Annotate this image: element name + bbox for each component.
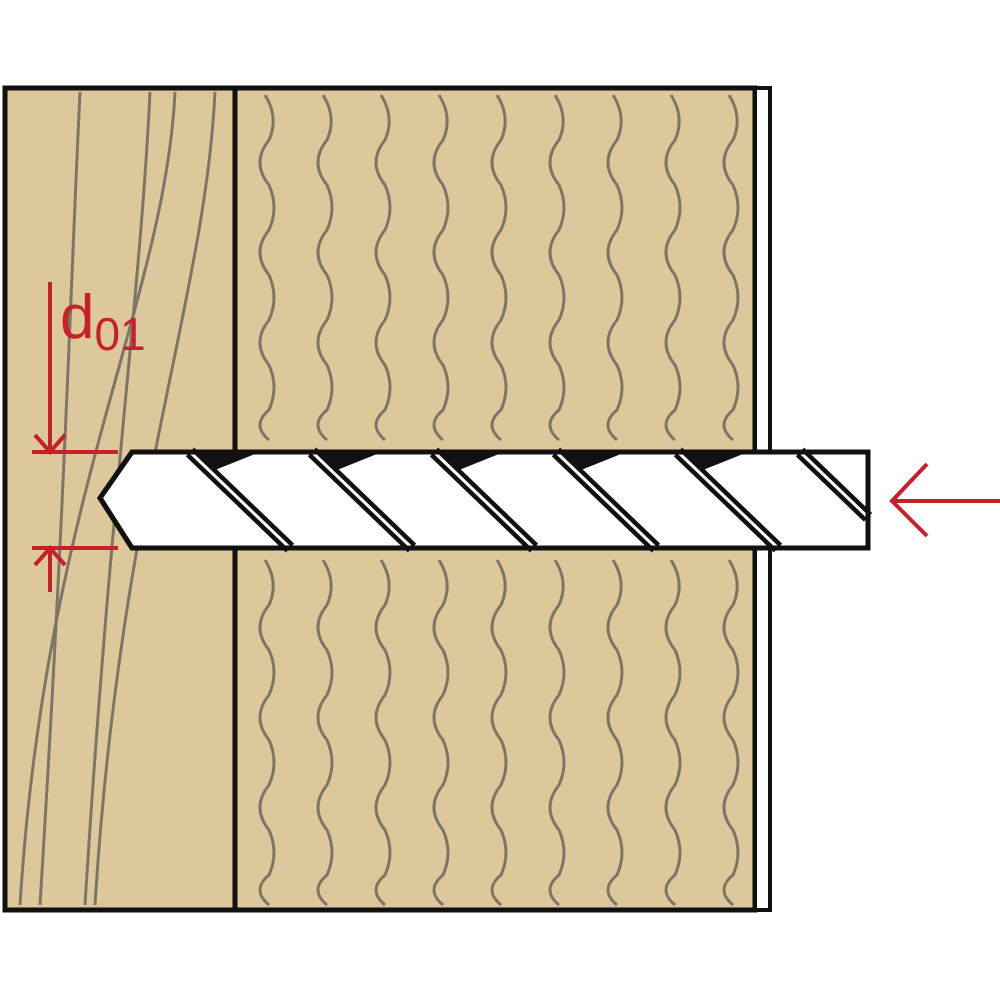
grain-line <box>548 94 566 442</box>
flute-band <box>310 450 414 550</box>
flute-band <box>554 450 658 550</box>
grain-line <box>664 559 682 907</box>
grain-line <box>18 91 177 906</box>
arrow-left-icon <box>889 462 1000 538</box>
grain-line <box>83 91 152 906</box>
flute-wedge <box>556 452 626 470</box>
flute-band <box>188 450 292 550</box>
grain-line <box>374 559 392 907</box>
flute-wedge <box>190 452 260 470</box>
grain-line <box>316 559 334 907</box>
grain-line <box>38 91 82 906</box>
wood-grain <box>18 91 740 907</box>
grain-line <box>722 94 740 442</box>
grain-line <box>548 559 566 907</box>
flute-band <box>798 450 870 519</box>
grain-line <box>93 91 217 906</box>
dimension-label: d01 <box>60 283 146 360</box>
diameter-dimension <box>32 282 118 592</box>
flute-band <box>676 450 780 550</box>
grain-line <box>490 94 508 442</box>
grain-line <box>490 559 508 907</box>
grain-line <box>432 94 450 442</box>
grain-line <box>432 559 450 907</box>
drill-bit <box>96 447 873 553</box>
grain-line <box>606 94 624 442</box>
grain-line <box>722 559 740 907</box>
flute-wedge <box>434 452 504 470</box>
flute-wedge <box>312 452 382 470</box>
flute-wedge <box>678 452 748 470</box>
grain-line <box>664 94 682 442</box>
grain-line <box>316 94 334 442</box>
flute-band <box>432 450 536 550</box>
grain-line <box>374 94 392 442</box>
grain-line <box>258 94 276 442</box>
grain-line <box>258 559 276 907</box>
grain-line <box>606 559 624 907</box>
